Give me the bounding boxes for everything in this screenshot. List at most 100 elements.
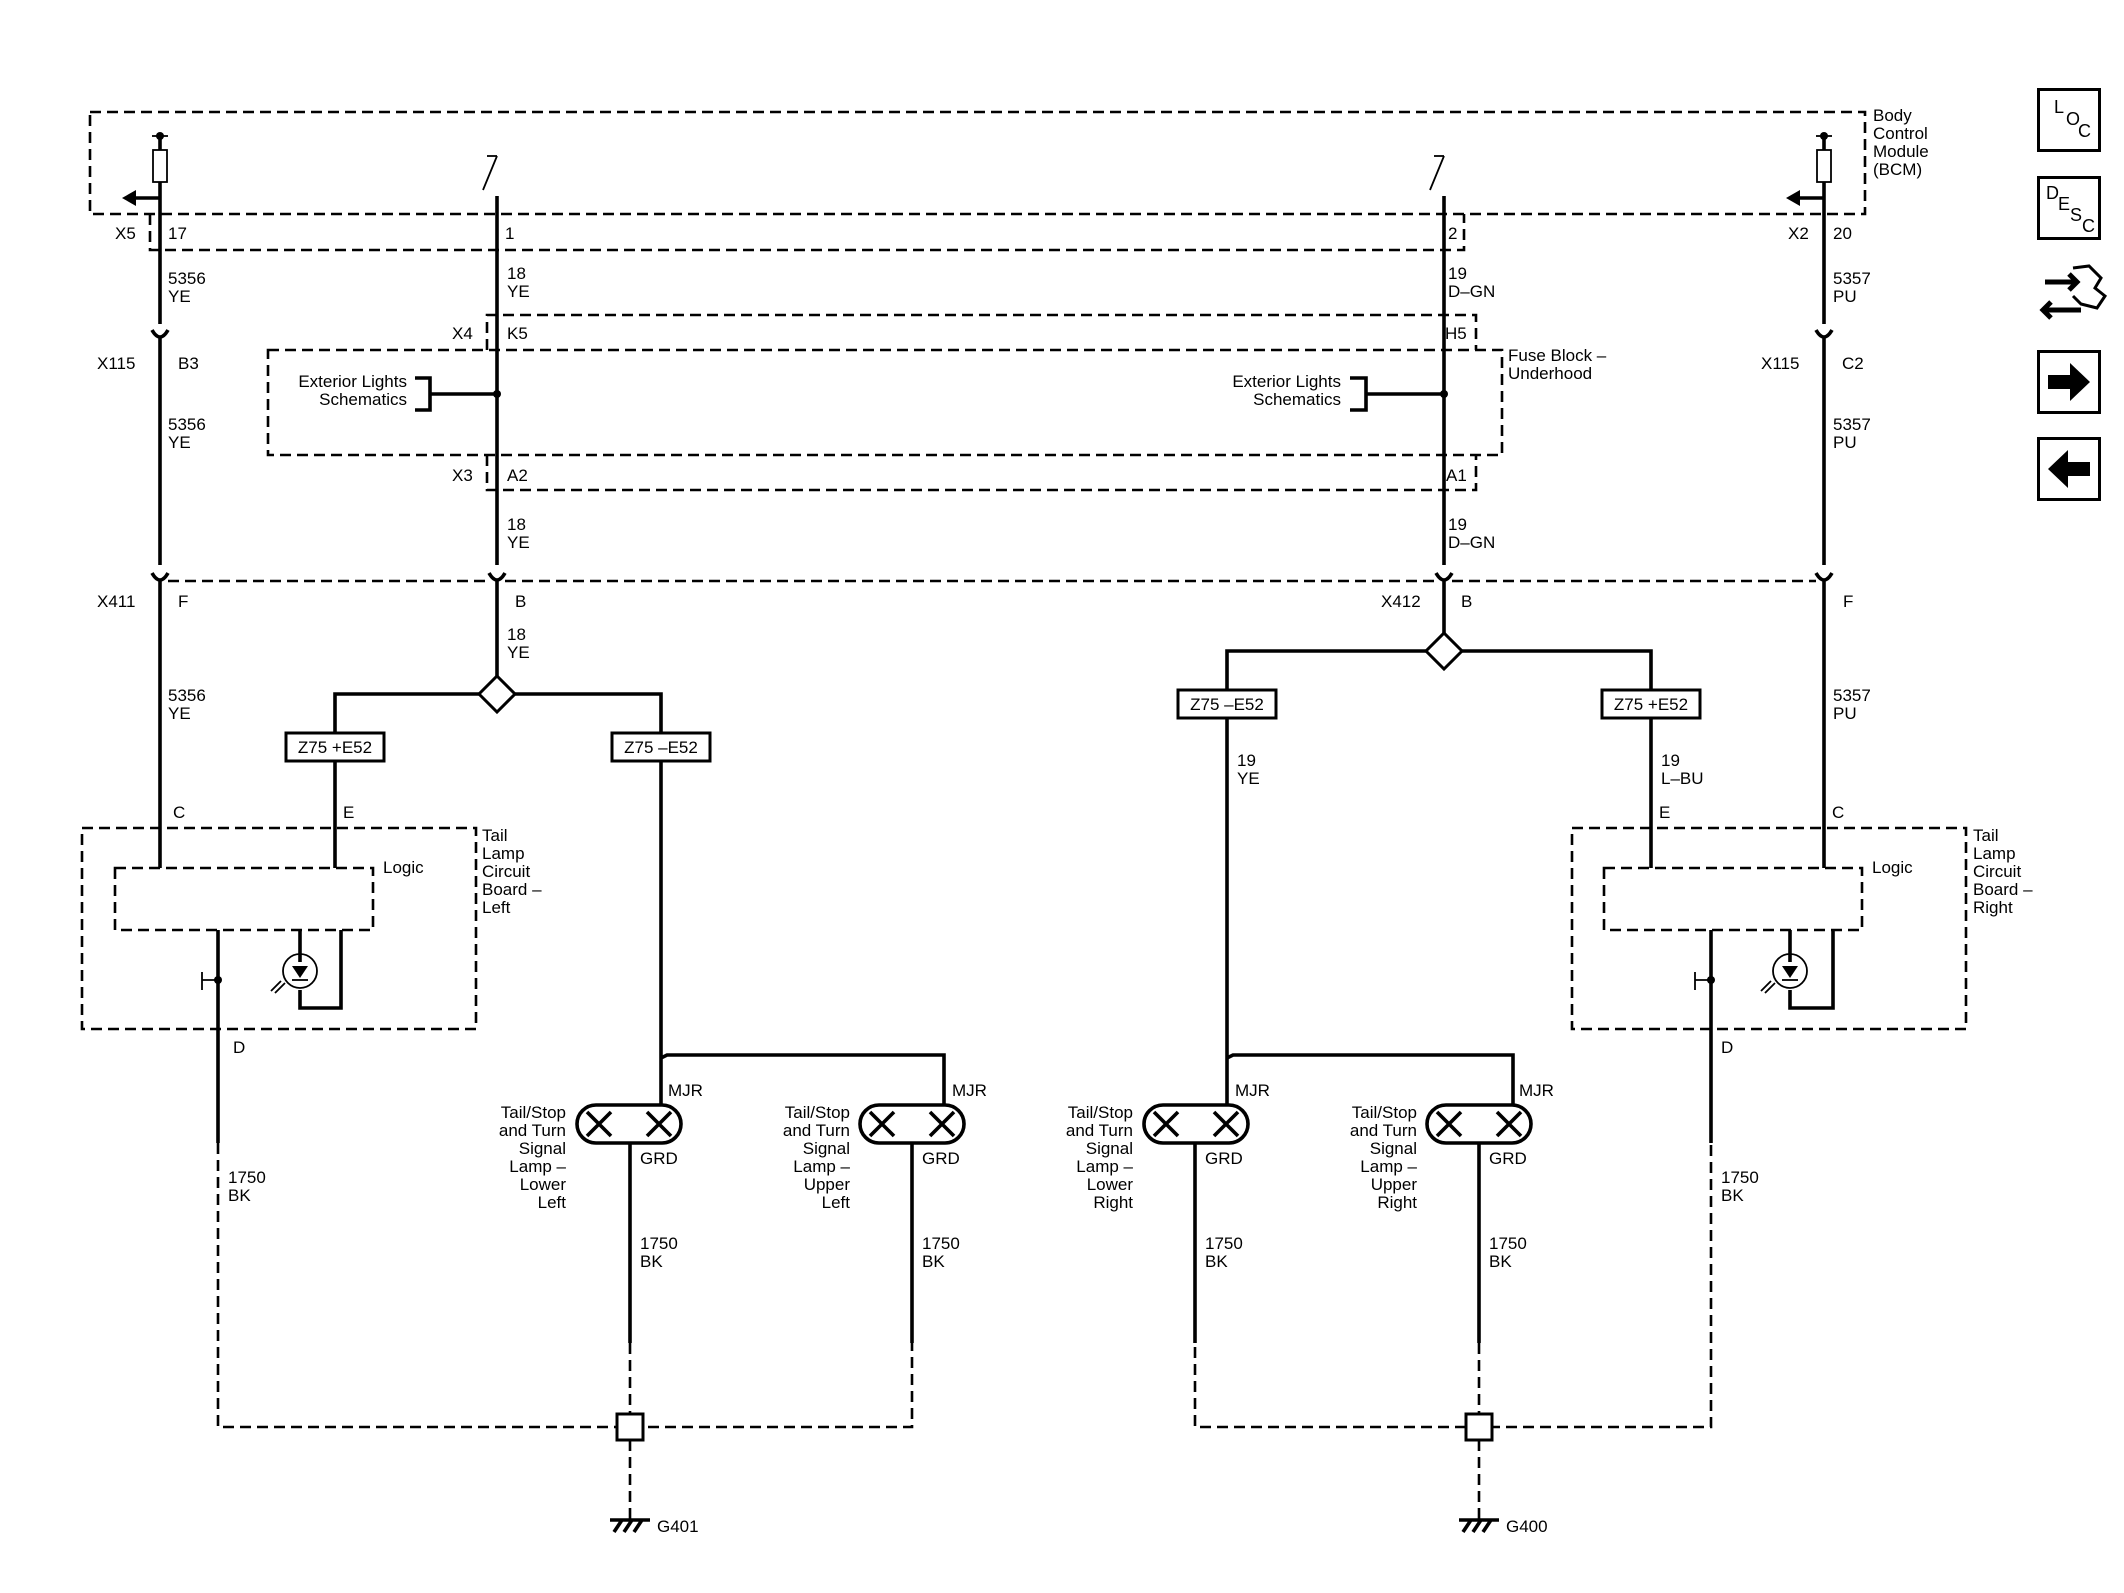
circuit-5356-ye: 5356 YE X115 B3 5356 YE X411 F 5356 YE xyxy=(97,198,206,868)
label-lamps-ll_2: and Turn xyxy=(499,1121,566,1140)
lamp-lower-right: Tail/Stop and Turn Signal Lamp – Lower R… xyxy=(1066,1081,1270,1212)
label-lamps-ul_6: Left xyxy=(822,1193,851,1212)
label-tl_board_right-l5: Right xyxy=(1973,898,2013,917)
option-box-left-minus: Z75 –E52 xyxy=(610,731,712,763)
tail-lamp-circuit-board-left: C E Logic Tail Lamp Circuit Board – Left… xyxy=(80,803,542,1143)
label-lamps-ul_5: Upper xyxy=(804,1175,851,1194)
desc-s: S xyxy=(2070,205,2082,225)
label-wires-w16_n: 1750 xyxy=(922,1234,960,1253)
splice-left xyxy=(333,673,663,733)
connector-tool-button[interactable] xyxy=(2037,258,2109,330)
arrow-left-icon xyxy=(2048,450,2090,488)
label-connectors-b3: B3 xyxy=(178,354,199,373)
label-wires-w10_c: YE xyxy=(168,704,191,723)
label-wires-w4_c: PU xyxy=(1833,287,1857,306)
label-ext_right-l2: Schematics xyxy=(1253,390,1341,409)
label-wires-w2_c: YE xyxy=(507,282,530,301)
label-lamps-ur_4: Lamp – xyxy=(1360,1157,1417,1176)
label-lamps-ur_5: Upper xyxy=(1371,1175,1418,1194)
label-ext_left-l1: Exterior Lights xyxy=(298,372,407,391)
label-lamps-grd1: GRD xyxy=(640,1149,678,1168)
label-wires-w15_c: BK xyxy=(640,1252,663,1271)
desc-d: D xyxy=(2046,183,2059,203)
label-lamps-lr_3: Signal xyxy=(1086,1139,1133,1158)
label-connectors-pin1: 1 xyxy=(505,224,514,243)
fuse-block-underhood: Fuse Block – Underhood X4 K5 H5 X3 A2 A1 xyxy=(266,313,1607,492)
label-connectors-f_l: F xyxy=(178,592,188,611)
label-connectors-d_r: D xyxy=(1721,1038,1733,1057)
label-lamps-ur_2: and Turn xyxy=(1350,1121,1417,1140)
option-box-right-plus: Z75 +E52 xyxy=(1600,688,1702,720)
label-wires-w12_c: YE xyxy=(1237,769,1260,788)
label-wires-w16_c: BK xyxy=(922,1252,945,1271)
bcm-label: (BCM) xyxy=(1873,160,1922,179)
wire-labels-board-grounds: 1750 BK 1750 BK xyxy=(228,1168,1759,1205)
lamp-lower-left: Tail/Stop and Turn Signal Lamp – Lower L… xyxy=(499,1081,703,1212)
label-connectors-a1: A1 xyxy=(1446,466,1467,485)
label-lamps-mjr1: MJR xyxy=(668,1081,703,1100)
label-wires-w19_c: BK xyxy=(1721,1186,1744,1205)
label-lamps-ur_6: Right xyxy=(1377,1193,1417,1212)
exterior-lights-schematics-ref-left: Exterior Lights Schematics xyxy=(298,372,501,412)
label-tl_board_right-l4: Board – xyxy=(1973,880,2033,899)
label-connectors-c2: C2 xyxy=(1842,354,1864,373)
bcm-switch-input-1 xyxy=(482,155,499,214)
label-lamps-ll_3: Signal xyxy=(519,1139,566,1158)
label-connectors-x115_l: X115 xyxy=(97,354,135,373)
splice-right xyxy=(1225,630,1653,690)
label-connectors-x5: X5 xyxy=(115,224,136,243)
bcm-label: Body xyxy=(1873,106,1912,125)
label-lamps-lr_6: Right xyxy=(1093,1193,1133,1212)
option-box-left-plus: Z75 +E52 xyxy=(284,731,386,763)
label-lamps-mjr2: MJR xyxy=(952,1081,987,1100)
lamp-upper-right: Tail/Stop and Turn Signal Lamp – Upper R… xyxy=(1350,1081,1554,1212)
label-wires-w5_c: YE xyxy=(168,433,191,452)
mjr-bus-right xyxy=(1226,1053,1515,1105)
previous-page-button[interactable] xyxy=(2037,437,2101,501)
loc-o: O xyxy=(2066,109,2080,129)
description-button[interactable]: D E S C xyxy=(2037,176,2101,240)
label-wires-w11_c: PU xyxy=(1833,704,1857,723)
label-wires-w1_c: YE xyxy=(168,287,191,306)
label-connectors-x4: X4 xyxy=(452,324,473,343)
label-tl_board_left-l2: Lamp xyxy=(482,844,525,863)
label-tl_board_left-l5: Left xyxy=(482,898,511,917)
label-lamps-ll_6: Left xyxy=(538,1193,567,1212)
lamp-upper-left: Tail/Stop and Turn Signal Lamp – Upper L… xyxy=(783,1081,987,1212)
label-options-o2: Z75 –E52 xyxy=(624,738,698,757)
loc-c: C xyxy=(2078,121,2091,141)
label-connectors-x115_r: X115 xyxy=(1761,354,1799,373)
option-box-right-minus: Z75 –E52 xyxy=(1176,688,1278,720)
next-page-button[interactable] xyxy=(2037,350,2101,414)
label-lamps-grd2: GRD xyxy=(922,1149,960,1168)
label-wires-w12_n: 19 xyxy=(1237,751,1256,770)
label-tl_board_right-l1: Tail xyxy=(1973,826,1999,845)
connector-wrench-icon xyxy=(2039,264,2108,320)
label-lamps-ul_2: and Turn xyxy=(783,1121,850,1140)
label-wires-w9_c: YE xyxy=(507,643,530,662)
wire-labels-right: 19 YE 19 L–BU xyxy=(1237,751,1704,788)
label-wires-w11_n: 5357 xyxy=(1833,686,1871,705)
label-options-o4: Z75 +E52 xyxy=(1614,695,1688,714)
label-wires-w14_n: 1750 xyxy=(228,1168,266,1187)
label-lamps-grd3: GRD xyxy=(1205,1149,1243,1168)
bcm-switch-input-2 xyxy=(1429,155,1446,214)
label-wires-w19_n: 1750 xyxy=(1721,1168,1759,1187)
label-wires-w6_n: 5357 xyxy=(1833,415,1871,434)
location-button[interactable]: L O C xyxy=(2037,88,2101,152)
label-connectors-x3: X3 xyxy=(452,466,473,485)
label-lamps-ul_3: Signal xyxy=(803,1139,850,1158)
label-connectors-e_r: E xyxy=(1659,803,1670,822)
label-wires-w8_n: 19 xyxy=(1448,515,1467,534)
label-tl_board_left-l1: Tail xyxy=(482,826,508,845)
loc-l: L xyxy=(2054,97,2064,117)
label-wires-w18_c: BK xyxy=(1489,1252,1512,1271)
label-wires-w6_c: PU xyxy=(1833,433,1857,452)
exterior-lights-schematics-ref-right: Exterior Lights Schematics xyxy=(1232,372,1448,412)
tail-lamp-circuit-board-right: C E Logic Tail Lamp Circuit Board – Righ… xyxy=(1570,803,2033,1143)
label-wires-w8_c: D–GN xyxy=(1448,533,1495,552)
label-connectors-h5: H5 xyxy=(1445,324,1467,343)
label-tl_board_right-l2: Lamp xyxy=(1973,844,2016,863)
label-tl_board_right-l3: Circuit xyxy=(1973,862,2021,881)
label-connectors-e_l: E xyxy=(343,803,354,822)
